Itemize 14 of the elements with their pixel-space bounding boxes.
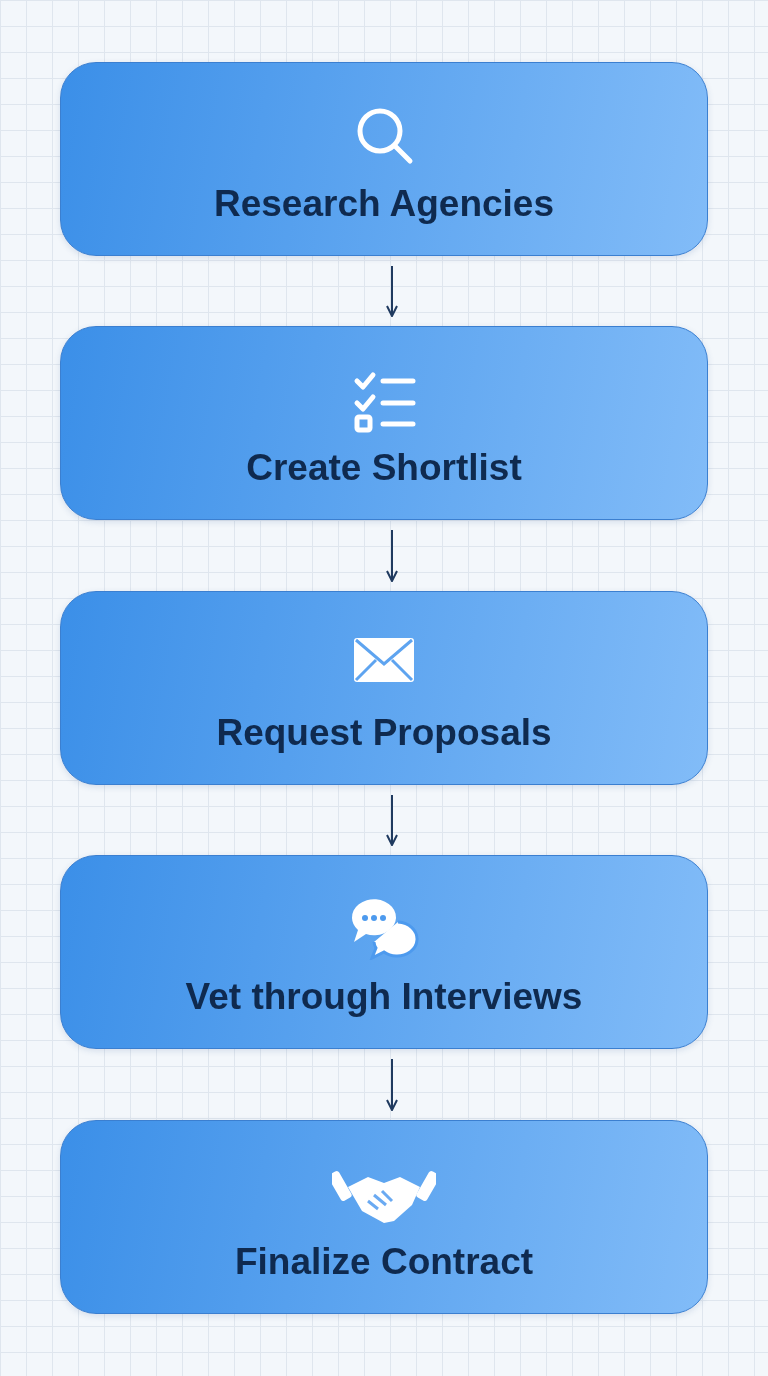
step-label: Request Proposals: [215, 711, 553, 755]
process-box: [60, 855, 708, 1049]
step-label: Vet through Interviews: [184, 975, 584, 1019]
step-label: Research Agencies: [213, 182, 555, 226]
arrow: [386, 1058, 398, 1111]
step-label: Create Shortlist: [245, 446, 523, 490]
process-box: [60, 591, 708, 785]
process-box: [60, 1120, 708, 1314]
process-box: [60, 62, 708, 256]
arrow: [386, 794, 398, 846]
step-label: Finalize Contract: [233, 1240, 535, 1284]
arrow: [386, 265, 398, 317]
arrow: [386, 529, 398, 582]
process-box: [60, 326, 708, 520]
